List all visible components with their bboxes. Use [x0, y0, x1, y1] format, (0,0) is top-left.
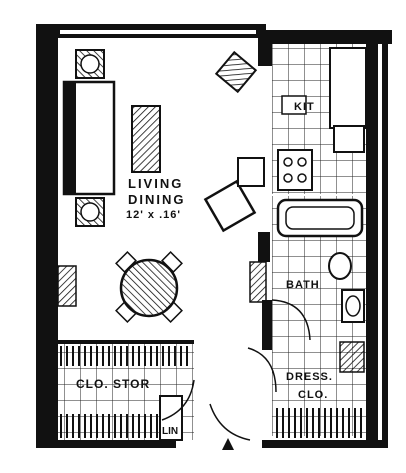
sink-icon	[281, 95, 307, 115]
burner-icon	[283, 157, 293, 167]
stove	[277, 149, 313, 191]
kitchen-counter	[329, 47, 367, 129]
partition-wall-bath	[262, 300, 272, 350]
storage-closet	[58, 346, 251, 450]
coffee-table	[131, 105, 161, 173]
bath-label: BATH	[286, 279, 320, 291]
kitchen-label: KIT	[294, 101, 315, 113]
bath-door-swing	[271, 299, 311, 341]
burner-icon	[297, 157, 307, 167]
living-furniture	[57, 49, 267, 323]
room-labels: LIVING DINING 12' x .16' KIT BATH DRESS.…	[76, 101, 333, 437]
lavatory	[341, 289, 365, 323]
linen-label: LIN	[162, 426, 178, 437]
burner-icon	[283, 173, 293, 183]
lamp-icon	[80, 54, 100, 74]
bathtub	[276, 198, 364, 238]
stor-divider	[58, 340, 194, 344]
linen-closet	[159, 395, 183, 441]
refrigerator	[333, 125, 365, 153]
sofa-back	[64, 82, 76, 194]
dress-label: DRESS.	[286, 371, 333, 383]
stor-door-swing	[161, 379, 195, 421]
lavatory-bowl	[345, 295, 361, 317]
entry-marker-icon	[222, 438, 234, 450]
kitchen-fixtures	[277, 47, 367, 191]
east-wall-outer	[382, 40, 388, 448]
dining-table	[119, 258, 179, 318]
dress-closet-rack	[276, 408, 362, 438]
living-size-label: 12' x .16'	[126, 209, 181, 221]
walls	[36, 24, 392, 448]
partition-wall	[258, 30, 272, 66]
burner-icon	[297, 173, 307, 183]
south-wall-east	[262, 440, 388, 448]
wall-cabinet	[249, 261, 267, 303]
dress-door-swing	[247, 347, 277, 393]
dressing-closet	[247, 341, 365, 438]
living-label: LIVING	[128, 176, 183, 191]
west-cabinet	[57, 265, 77, 307]
side-stand	[237, 157, 265, 187]
east-wall	[366, 30, 378, 448]
toilet-icon	[328, 252, 352, 280]
north-wall-service	[258, 30, 392, 44]
entry-door-swing	[209, 403, 251, 441]
storage-label: CLO. STOR	[76, 377, 150, 391]
armchair	[203, 179, 257, 233]
north-wall-window	[60, 30, 256, 34]
dining-label: DINING	[128, 192, 186, 207]
dress-closet-label: CLO.	[298, 389, 328, 401]
south-wall	[36, 440, 176, 448]
stor-rack	[58, 346, 192, 366]
bathtub-inner	[285, 206, 355, 230]
lamp-icon	[80, 202, 100, 222]
dress-chair	[339, 341, 365, 373]
partition-wall-lower	[258, 232, 270, 262]
corner-chair	[214, 50, 258, 94]
stor-rack-lower	[58, 414, 162, 438]
west-wall	[36, 24, 58, 444]
bath-fixtures	[271, 198, 365, 341]
